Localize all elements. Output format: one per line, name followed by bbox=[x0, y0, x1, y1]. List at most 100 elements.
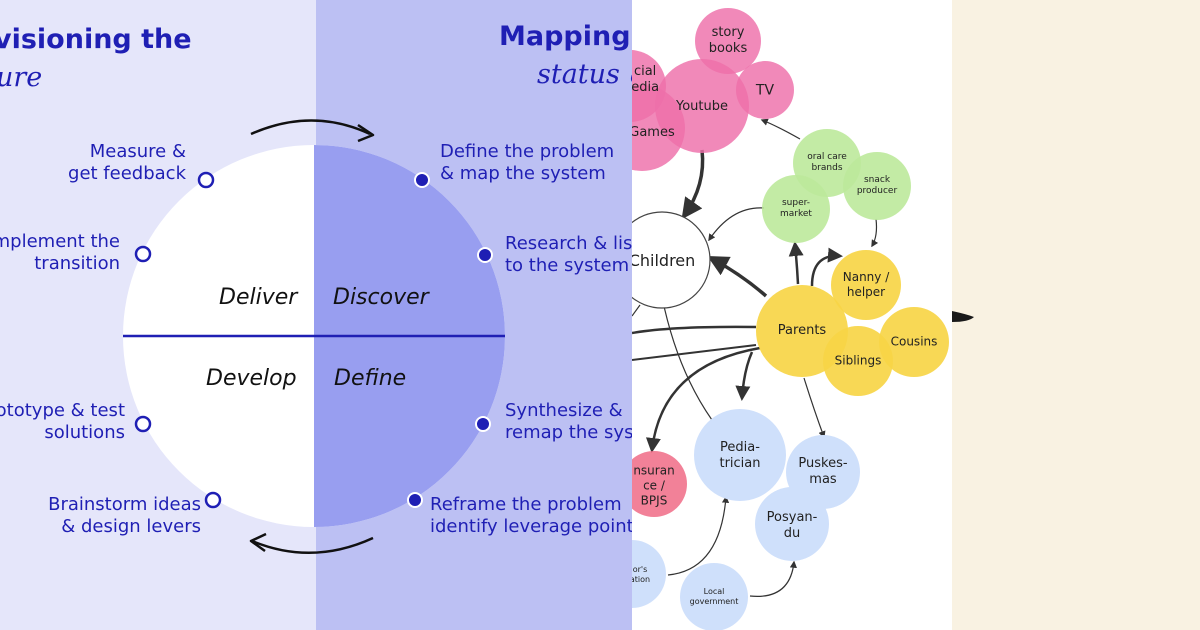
phase-define: Define bbox=[334, 366, 407, 391]
bottom-cycle-arrow bbox=[251, 536, 374, 554]
edge-government-posyandu bbox=[749, 560, 797, 597]
stray-mark bbox=[952, 311, 974, 322]
edge-parents-supermarket bbox=[788, 241, 804, 285]
phase-develop: Develop bbox=[206, 366, 297, 391]
step-research: Research & lis to the system bbox=[505, 233, 632, 277]
edge-oralcare-tv bbox=[760, 118, 801, 140]
step-define-line2: & map the system bbox=[440, 163, 606, 184]
node-snack-producer bbox=[843, 152, 911, 220]
stakeholder-map-graphic bbox=[632, 8, 949, 630]
edge-snack-nanny bbox=[871, 218, 879, 248]
edge-children-offscreen bbox=[632, 304, 641, 317]
step-reframe-line2: identify leverage point bbox=[430, 516, 632, 537]
step-reframe-line1: Reframe the problem bbox=[430, 494, 622, 515]
step-measure-line1: Measure & bbox=[89, 141, 186, 162]
node-cousins bbox=[879, 307, 949, 377]
node-nanny bbox=[831, 250, 901, 320]
beige-background-strip bbox=[952, 0, 1200, 630]
step-prototype: ototype & test solutions bbox=[0, 400, 125, 444]
step-dot-prototype bbox=[134, 415, 152, 433]
node-tv bbox=[736, 61, 794, 119]
step-implement-line1: mplement the bbox=[0, 231, 120, 252]
node-doctors-association bbox=[632, 540, 666, 608]
step-brainstorm: Brainstorm ideas & design levers bbox=[48, 494, 201, 538]
step-define: Define the problem & map the system bbox=[440, 141, 614, 185]
label-pediatrician: Pedia-trician bbox=[719, 439, 761, 471]
top-cycle-arrowhead bbox=[357, 123, 375, 143]
envisioning-subtitle: ure bbox=[0, 62, 43, 93]
edge-parents-puskesmas bbox=[803, 377, 826, 439]
mapping-subtitle: status q bbox=[537, 59, 632, 90]
step-brainstorm-line1: Brainstorm ideas bbox=[48, 494, 201, 515]
step-synthesize-line1: Synthesize & bbox=[505, 400, 623, 421]
edge-parents-offscreen-a bbox=[632, 325, 757, 335]
node-posyandu bbox=[755, 487, 829, 561]
label-puskesmas: Puskes-mas bbox=[798, 455, 848, 487]
step-synthesize-line2: remap the sys bbox=[505, 422, 632, 443]
label-cousins: Cousins bbox=[890, 334, 938, 349]
node-supermarket bbox=[762, 175, 830, 243]
mapping-title: Mapping t bbox=[499, 21, 632, 52]
step-synthesize: Synthesize & remap the sys bbox=[505, 400, 632, 444]
step-dot-research bbox=[477, 247, 493, 263]
top-cycle-arrow bbox=[250, 119, 371, 136]
step-research-line1: Research & lis bbox=[505, 233, 632, 254]
edge-parents-offscreen-b bbox=[632, 344, 757, 361]
label-nanny: Nanny /helper bbox=[842, 270, 890, 299]
phase-deliver: Deliver bbox=[219, 285, 298, 310]
label-siblings: Siblings bbox=[834, 353, 882, 368]
process-circle-graphic bbox=[0, 0, 632, 630]
step-measure-line2: get feedback bbox=[68, 163, 186, 184]
step-prototype-line1: ototype & test bbox=[0, 400, 125, 421]
phase-discover: Discover bbox=[333, 285, 429, 310]
step-reframe: Reframe the problem identify leverage po… bbox=[430, 494, 632, 538]
edge-youtube-children bbox=[681, 149, 705, 220]
edge-parents-nanny bbox=[810, 247, 843, 287]
node-children bbox=[632, 211, 711, 309]
envisioning-title: visioning the bbox=[0, 24, 192, 55]
edge-parents-children bbox=[707, 255, 768, 298]
label-parents: Parents bbox=[777, 322, 827, 338]
step-dot-brainstorm bbox=[204, 491, 222, 509]
step-prototype-line2: solutions bbox=[44, 422, 125, 443]
node-siblings bbox=[823, 326, 893, 396]
edge-parents-insurance bbox=[645, 346, 761, 453]
stray-mark-graphic bbox=[952, 311, 974, 322]
label-supermarket: super-market bbox=[780, 197, 812, 219]
label-children: Children bbox=[632, 251, 696, 270]
label-posyandu: Posyan-du bbox=[766, 509, 818, 541]
node-insurance bbox=[632, 451, 687, 517]
step-dot-reframe bbox=[407, 492, 423, 508]
node-story-books bbox=[695, 8, 761, 74]
step-dot-implement bbox=[134, 245, 152, 263]
label-youtube: Youtube bbox=[676, 98, 728, 114]
edge-parents-pediatrician bbox=[735, 351, 754, 401]
edge-association-pediatrician bbox=[667, 495, 730, 576]
map-connectors bbox=[632, 118, 879, 597]
step-dot-define bbox=[414, 172, 430, 188]
node-youtube bbox=[655, 59, 749, 153]
label-tv: TV bbox=[755, 82, 775, 99]
edge-supermarket-children bbox=[708, 207, 765, 242]
map-bubbles bbox=[632, 8, 949, 630]
design-process-panel: visioning the ure Mapping t status q Del… bbox=[0, 0, 632, 630]
step-dot-synthesize bbox=[475, 416, 491, 432]
step-research-line2: to the system bbox=[505, 255, 630, 276]
step-implement-line2: transition bbox=[34, 253, 120, 274]
bottom-cycle-arrowhead bbox=[249, 532, 267, 553]
step-implement: mplement the transition bbox=[0, 231, 120, 275]
step-measure: Measure & get feedback bbox=[68, 141, 186, 185]
node-pediatrician bbox=[694, 409, 786, 501]
step-brainstorm-line2: & design levers bbox=[61, 516, 201, 537]
step-define-line1: Define the problem bbox=[440, 141, 615, 162]
label-games: Games bbox=[632, 124, 675, 140]
edge-pediatrician-children bbox=[659, 295, 713, 421]
step-dot-measure bbox=[197, 171, 215, 189]
